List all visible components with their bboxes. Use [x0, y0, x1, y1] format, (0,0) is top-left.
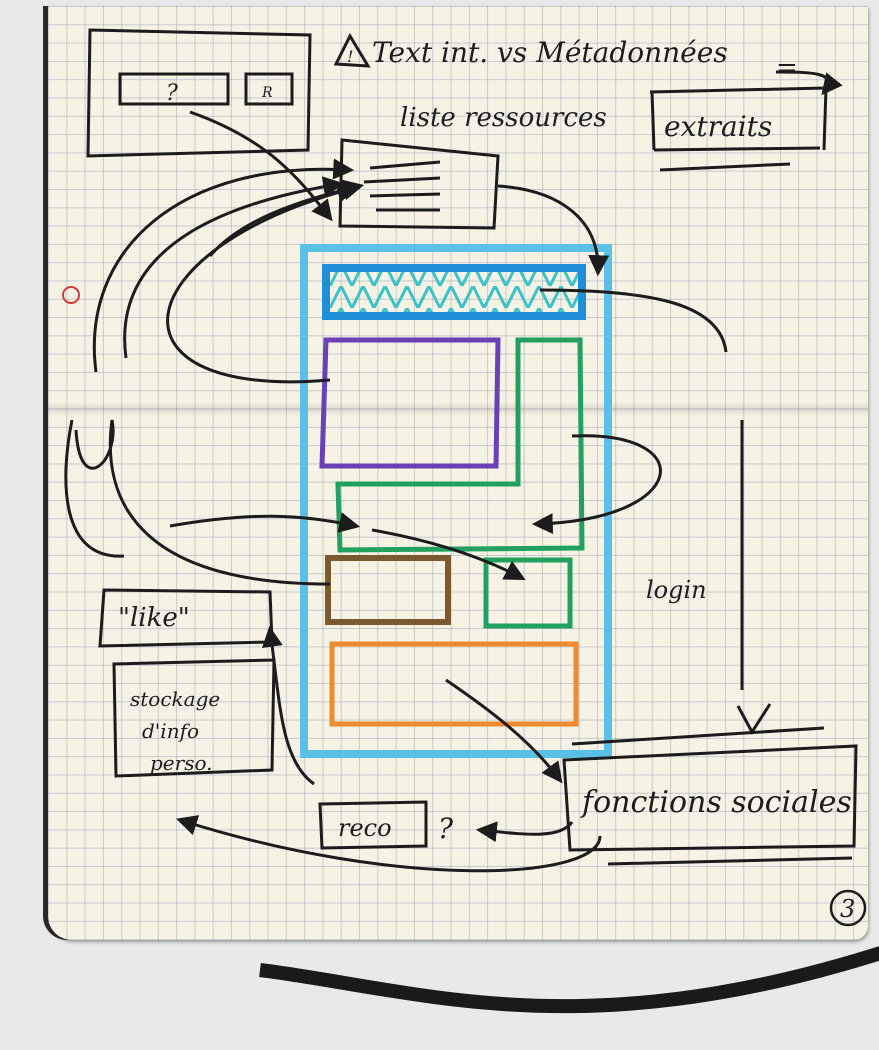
page-fold: [48, 402, 868, 416]
notebook-page: [48, 6, 868, 940]
notebook-strap: [259, 946, 879, 1014]
red-mark: [62, 286, 80, 304]
